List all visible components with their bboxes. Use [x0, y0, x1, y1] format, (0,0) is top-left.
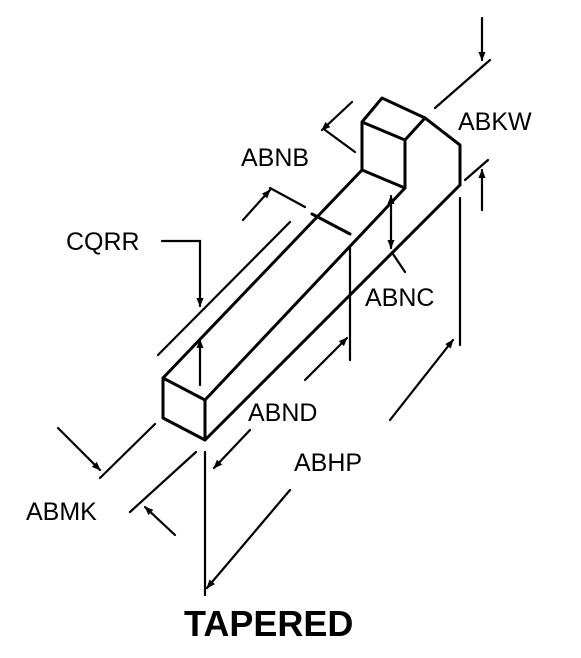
label-abmk: ABMK: [26, 498, 97, 526]
abnc-leader: [391, 252, 407, 274]
gib-head: [360, 96, 427, 190]
taper-start-line: [310, 212, 352, 236]
cqrr-extension-line: [156, 220, 292, 357]
label-abnc: ABNC: [365, 284, 434, 312]
label-abkw: ABKW: [458, 108, 532, 136]
key-top-surface: [161, 168, 407, 402]
key-side-bottom-edge: [203, 183, 462, 442]
abnd-arrow-left: [212, 428, 252, 470]
gib-head-back: [423, 116, 462, 187]
label-abnd: ABND: [248, 399, 317, 427]
cqrr-leader-arrow: [160, 239, 204, 308]
abmk-extension-lower: [128, 450, 198, 514]
abkw-extension-upper: [433, 58, 492, 110]
dimension-arrows: [56, 16, 486, 590]
key-body: [161, 96, 462, 442]
label-cqrr: CQRR: [66, 228, 140, 256]
gib-head-front-edge: [360, 120, 407, 142]
key-front-face: [161, 376, 207, 442]
abmk-arrow-lower: [143, 505, 177, 537]
abmk-extension-upper: [98, 422, 157, 480]
abkw-extension-lower: [463, 158, 490, 182]
abnb-arrow-lower: [241, 188, 272, 222]
abnd-arrow-right: [303, 336, 349, 382]
abnb-extension-lower: [268, 186, 307, 209]
label-abhp: ABHP: [294, 449, 362, 477]
abhp-arrow-right: [388, 338, 455, 422]
diagram-title: TAPERED: [184, 603, 353, 644]
label-abnb: ABNB: [241, 144, 309, 172]
abnb-extension-upper: [323, 128, 357, 154]
extension-lines: [98, 58, 492, 597]
abmk-arrow-upper: [56, 426, 102, 472]
abnb-arrow-upper: [320, 100, 354, 132]
abhp-arrow-left: [205, 488, 292, 590]
